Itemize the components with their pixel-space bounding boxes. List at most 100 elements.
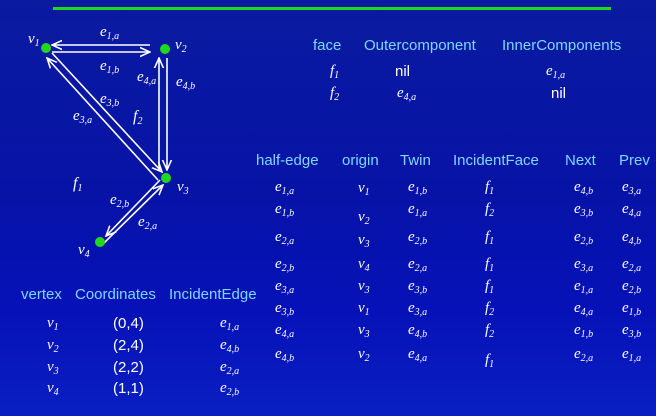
label-e1a: e1,a xyxy=(100,24,120,42)
edge-e2a xyxy=(103,185,163,244)
halfedge-cell-face: f1 xyxy=(485,352,495,370)
halfedge-cell-prev: e1,b xyxy=(622,300,642,318)
halfedge-cell-halfedge: e2,b xyxy=(275,256,295,274)
label-e1b: e1,b xyxy=(100,58,120,76)
edge-e2b xyxy=(106,179,161,236)
halfedge-cell-twin: e3,a xyxy=(408,300,428,318)
vertex-cell-vertex: v4 xyxy=(47,380,59,398)
halfedge-cell-next: e1,b xyxy=(574,322,594,340)
vertex-v4-dot xyxy=(95,237,105,247)
halfedge-cell-prev: e4,a xyxy=(622,201,642,219)
label-f2: f2 xyxy=(133,108,143,127)
label-f1: f1 xyxy=(73,175,83,194)
label-v3: v3 xyxy=(177,179,189,197)
halfedge-cell-origin: v1 xyxy=(358,180,370,198)
halfedge-cell-halfedge: e3,a xyxy=(275,278,295,296)
halfedge-cell-origin: v1 xyxy=(358,300,370,318)
halfedge-cell-origin: v3 xyxy=(358,278,370,296)
vertex-cell-vertex: v2 xyxy=(47,337,59,355)
vertex-v3-dot xyxy=(161,173,171,183)
halfedge-cell-twin: e4,b xyxy=(408,322,428,340)
halfedge-header-incidentface: IncidentFace xyxy=(453,152,539,169)
vertex-cell-coordinates: (2,4) xyxy=(113,337,144,354)
label-e2b: e2,b xyxy=(110,192,130,210)
halfedge-cell-face: f1 xyxy=(485,179,495,197)
halfedge-cell-origin: v2 xyxy=(358,209,370,227)
label-v4: v4 xyxy=(78,242,90,260)
halfedge-cell-halfedge: e2,a xyxy=(275,229,295,247)
halfedge-cell-origin: v3 xyxy=(358,322,370,340)
halfedge-cell-face: f1 xyxy=(485,229,495,247)
halfedge-cell-halfedge: e1,a xyxy=(275,179,295,197)
halfedge-cell-twin: e2,b xyxy=(408,229,428,247)
halfedge-header-prev: Prev xyxy=(619,152,650,169)
halfedge-header-next: Next xyxy=(565,152,596,169)
halfedge-cell-prev: e4,b xyxy=(622,229,642,247)
label-v2: v2 xyxy=(175,37,187,55)
vertex-cell-coordinates: (2,2) xyxy=(113,359,144,376)
vertex-cell-incidentedge: e2,b xyxy=(220,380,240,398)
halfedge-cell-face: f1 xyxy=(485,278,495,296)
halfedge-header-halfedge: half-edge xyxy=(256,152,319,169)
vertex-v1-dot xyxy=(41,43,51,53)
halfedge-cell-halfedge: e4,b xyxy=(275,346,295,364)
halfedge-cell-next: e2,b xyxy=(574,229,594,247)
vertex-cell-incidentedge: e2,a xyxy=(220,359,240,377)
face-row1-face: f1 xyxy=(330,63,340,81)
face-table-header-face: face xyxy=(313,37,342,54)
vertex-v2-dot xyxy=(160,44,170,54)
halfedge-cell-next: e4,a xyxy=(574,300,594,318)
label-e3b: e3,b xyxy=(100,91,120,109)
halfedge-cell-prev: e3,b xyxy=(622,322,642,340)
halfedge-cell-twin: e3,b xyxy=(408,278,428,296)
halfedge-cell-next: e4,b xyxy=(574,179,594,197)
halfedge-cell-face: f2 xyxy=(485,300,495,318)
halfedge-cell-face: f1 xyxy=(485,256,495,274)
vertex-cell-vertex: v1 xyxy=(47,315,59,333)
halfedge-cell-prev: e3,a xyxy=(622,179,642,197)
halfedge-cell-halfedge: e3,b xyxy=(275,300,295,318)
halfedge-cell-prev: e2,b xyxy=(622,278,642,296)
halfedge-cell-next: e3,b xyxy=(574,201,594,219)
vertex-header-coordinates: Coordinates xyxy=(75,286,156,303)
face-row1-outer: nil xyxy=(395,63,411,80)
label-v1: v1 xyxy=(28,31,40,49)
halfedge-cell-twin: e2,a xyxy=(408,256,428,274)
halfedge-header-origin: origin xyxy=(342,152,379,169)
face-row2-inner: nil xyxy=(551,85,567,102)
edge-e3b xyxy=(51,52,162,172)
vertex-header-vertex: vertex xyxy=(21,286,62,303)
vertex-header-incidentedge: IncidentEdge xyxy=(169,286,257,303)
halfedge-header-twin: Twin xyxy=(400,152,431,169)
label-e4a: e4,a xyxy=(137,69,157,87)
vertex-cell-coordinates: (0,4) xyxy=(113,315,144,332)
halfedge-cell-origin: v2 xyxy=(358,346,370,364)
halfedge-cell-next: e3,a xyxy=(574,256,594,274)
vertex-cell-incidentedge: e1,a xyxy=(220,315,240,333)
halfedge-cell-next: e2,a xyxy=(574,346,594,364)
label-e3a: e3,a xyxy=(73,108,93,126)
halfedge-cell-twin: e4,a xyxy=(408,346,428,364)
face-table-header-outer: Outercomponent xyxy=(364,37,476,54)
label-e4b: e4,b xyxy=(176,74,196,92)
halfedge-cell-twin: e1,a xyxy=(408,201,428,219)
halfedge-cell-prev: e1,a xyxy=(622,346,642,364)
halfedge-cell-halfedge: e1,b xyxy=(275,201,295,219)
halfedge-cell-twin: e1,b xyxy=(408,179,428,197)
halfedge-cell-face: f2 xyxy=(485,322,495,340)
face-row1-inner: e1,a xyxy=(546,63,566,81)
halfedge-cell-prev: e2,a xyxy=(622,256,642,274)
halfedge-cell-halfedge: e4,a xyxy=(275,322,295,340)
vertex-cell-incidentedge: e4,b xyxy=(220,337,240,355)
edge-e3a xyxy=(47,58,159,181)
face-row2-outer: e4,a xyxy=(397,85,417,103)
halfedge-cell-origin: v4 xyxy=(358,256,370,274)
face-row2-face: f2 xyxy=(330,85,340,103)
halfedge-cell-origin: v3 xyxy=(358,232,370,250)
vertex-cell-coordinates: (1,1) xyxy=(113,380,144,397)
top-rule xyxy=(53,7,611,10)
label-e2a: e2,a xyxy=(138,214,158,232)
halfedge-cell-next: e1,a xyxy=(574,278,594,296)
vertex-cell-vertex: v3 xyxy=(47,359,59,377)
